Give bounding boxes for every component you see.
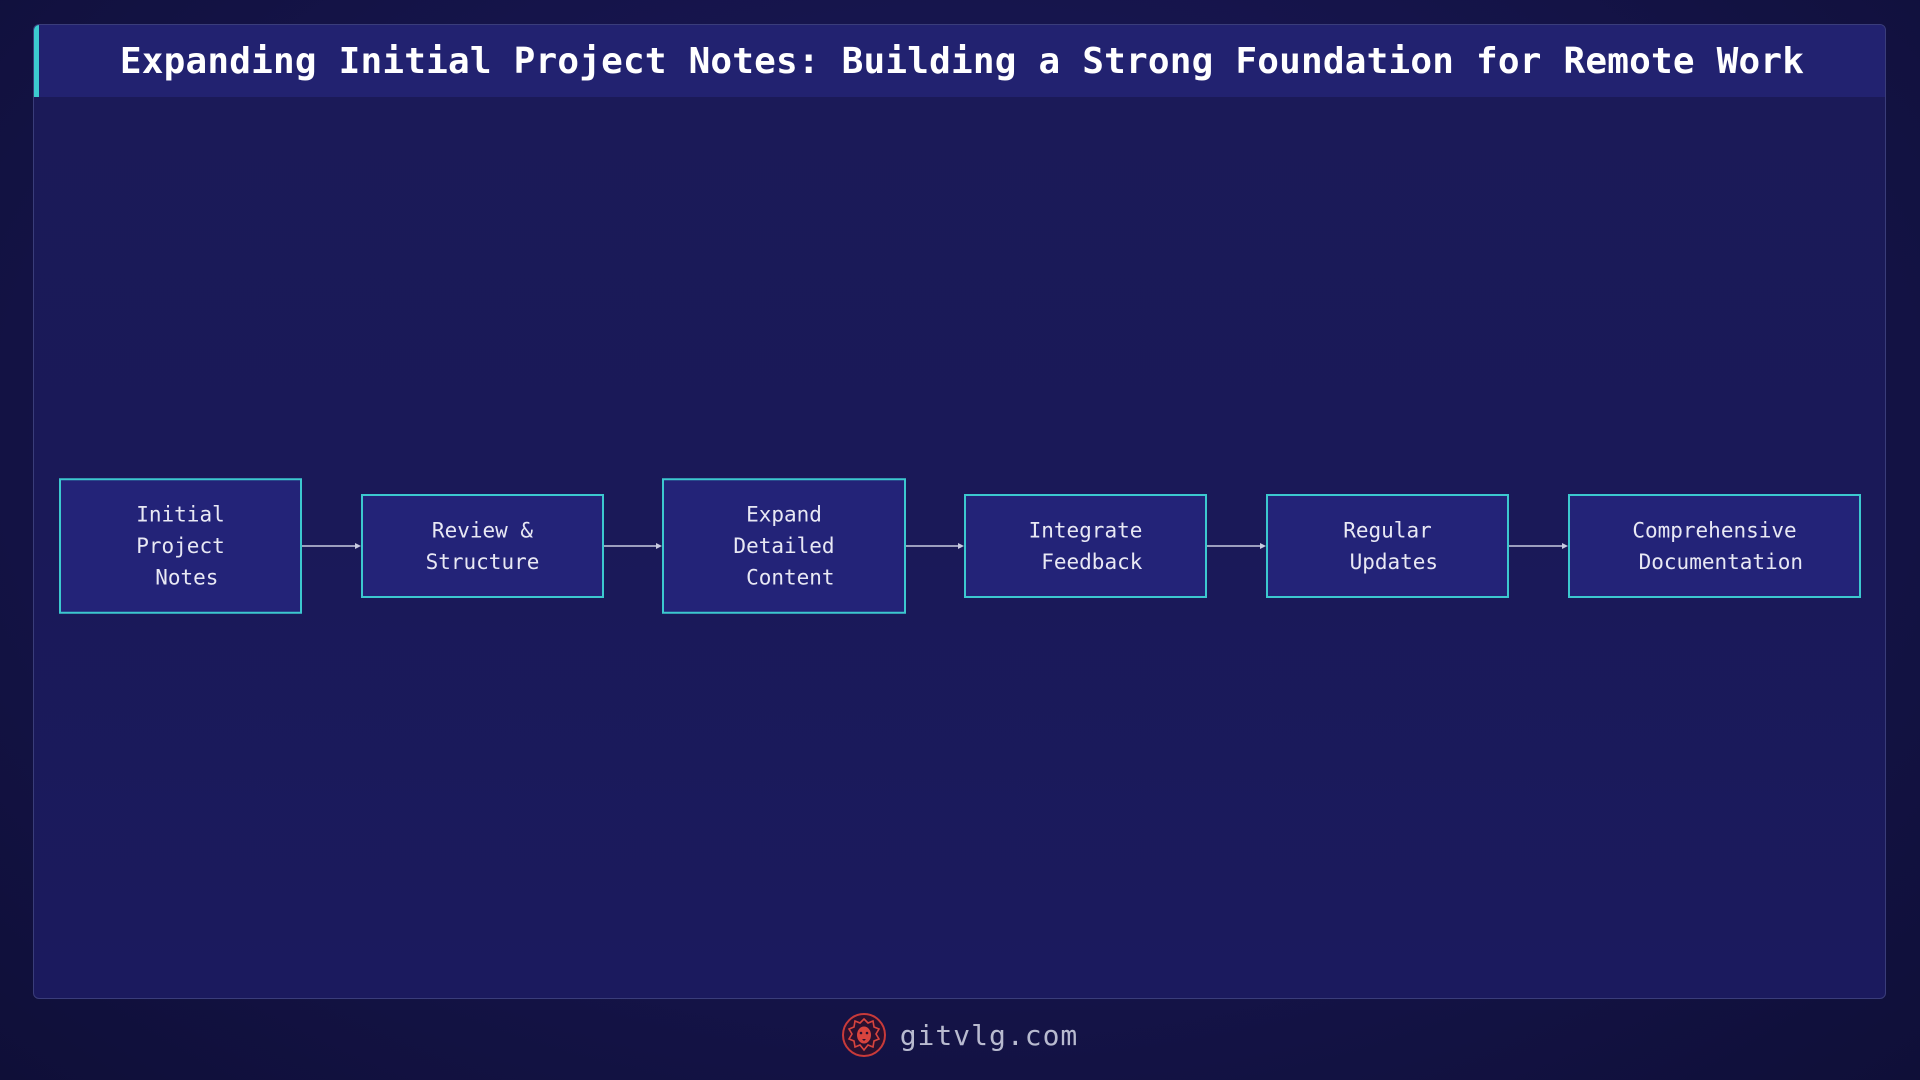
node-box xyxy=(662,478,906,614)
node-regular-updates: Regular Updates xyxy=(1266,494,1509,598)
node-label: Regular Updates xyxy=(1337,518,1438,574)
node-label-line: Notes xyxy=(143,566,219,590)
title-bar: Expanding Initial Project Notes: Buildin… xyxy=(34,25,1885,97)
node-label-line: Expand xyxy=(746,503,822,527)
node-box xyxy=(59,478,302,614)
node-label: Review & Structure xyxy=(426,518,540,574)
edges-layer xyxy=(302,543,1568,549)
edge-expand-content-to-integrate-feedback xyxy=(906,543,964,549)
node-box xyxy=(1568,494,1861,598)
node-label-line: Review & xyxy=(432,518,534,542)
node-review-structure: Review & Structure xyxy=(361,494,604,598)
node-label-line: Regular xyxy=(1343,518,1432,542)
arrowhead-icon xyxy=(656,543,662,549)
node-label: Comprehensive Documentation xyxy=(1626,518,1803,574)
arrowhead-icon xyxy=(355,543,361,549)
arrowhead-icon xyxy=(1260,543,1266,549)
node-integrate-feedback: Integrate Feedback xyxy=(964,494,1207,598)
node-label-line: Comprehensive xyxy=(1632,518,1796,542)
edge-regular-updates-to-comprehensive-docs xyxy=(1509,543,1568,549)
node-label-line: Updates xyxy=(1337,550,1438,574)
edge-initial-notes-to-review-structure xyxy=(302,543,361,549)
node-comprehensive-docs: Comprehensive Documentation xyxy=(1568,494,1861,598)
node-label-line: Feedback xyxy=(1029,550,1143,574)
arrowhead-icon xyxy=(1562,543,1568,549)
node-label-line: Initial xyxy=(136,503,225,527)
node-box xyxy=(1266,494,1509,598)
node-label-line: Content xyxy=(733,566,834,590)
site-url: gitvlg.com xyxy=(899,1018,1079,1052)
node-label-line: Project xyxy=(136,534,225,558)
node-label-line: Structure xyxy=(426,550,540,574)
lion-head-logo-icon xyxy=(841,1013,886,1057)
node-label: Integrate Feedback xyxy=(1029,518,1143,574)
edge-integrate-feedback-to-regular-updates xyxy=(1207,543,1266,549)
edge-review-structure-to-expand-content xyxy=(604,543,662,549)
node-label-line: Documentation xyxy=(1626,550,1803,574)
arrowhead-icon xyxy=(958,543,964,549)
node-label-line: Integrate xyxy=(1029,518,1143,542)
footer: gitvlg.com xyxy=(0,1010,1920,1060)
page-title: Expanding Initial Project Notes: Buildin… xyxy=(119,40,1805,82)
node-box xyxy=(964,494,1207,598)
node-label-line: Detailed xyxy=(733,534,834,558)
node-box xyxy=(361,494,604,598)
